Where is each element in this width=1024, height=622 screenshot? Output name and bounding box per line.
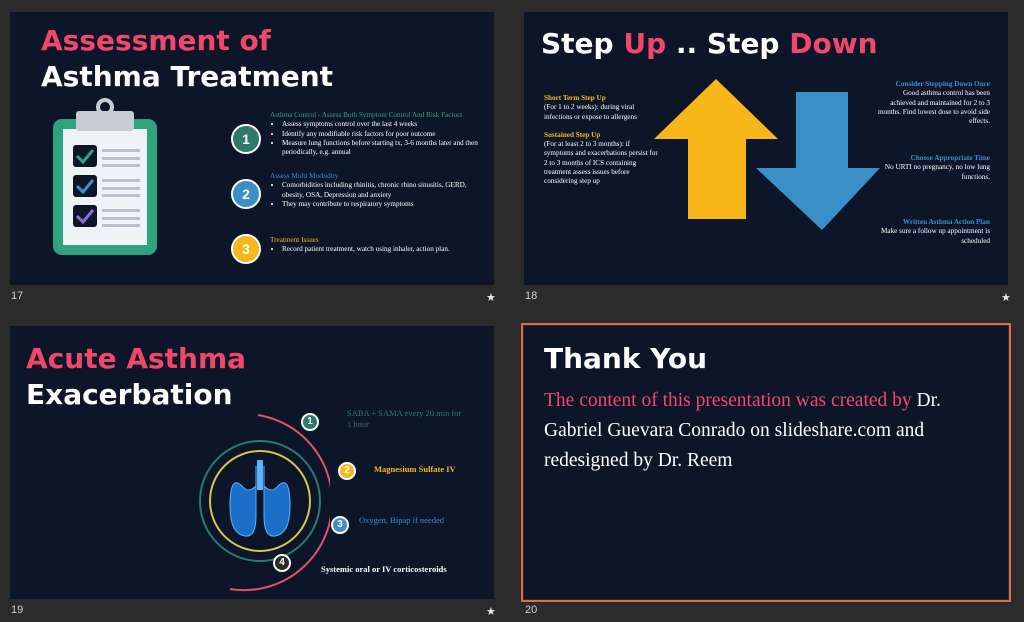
slide17-item-1-bullet: Assess symptoms control over the last 4 … [282,120,488,129]
slide18-left-heading: Short Term Step Up [544,94,606,102]
slide18-title-mid: .. Step [666,27,790,60]
slide18-right-text-2: Choose Appropriate Time No URTI no pregn… [876,154,990,182]
slide-thumbnail-19[interactable]: Acute Asthma Exacerbation 1 SABA + SAMA … [10,326,494,599]
slide-number-20: 20 [525,604,538,616]
slide-number-19: 19 [11,604,24,616]
slide18-animation-star-icon: ★ [1001,292,1011,304]
slide17-item-1-bullet: Identify any modifiable risk factors for… [282,130,488,139]
slide18-left-body: (For 1 to 2 weeks): during viral infecti… [544,103,637,121]
slide17-item-2-text: Assess Multi Morbidity Comorbidities inc… [270,172,488,209]
slide18-left-heading: Sustained Step Up [544,130,601,139]
slide17-item-3-text: Treatment Issues Record patient treatmen… [270,236,488,255]
slide-number-17: 17 [11,290,24,302]
arrow-down-icon [756,92,880,230]
slide17-item-2-heading: Assess Multi Morbidity [270,172,339,180]
slide19-animation-star-icon: ★ [486,606,496,618]
slide17-title-line1: Assessment of [41,24,271,57]
slide18-title-up: Up [623,27,667,60]
slide17-item-1-text: Asthma Control - Assess Both Symptom Con… [270,111,488,157]
slide18-title: Step Up .. Step Down [541,27,878,60]
slide17-item-3-bullet: Record patient treatment, watch using in… [282,245,488,254]
slide18-right-body: Good asthma control has been achieved an… [877,89,990,126]
slide19-step-4-text: Systemic oral or IV corticosteroids [321,564,447,574]
slide20-body-white: Dr. Gabriel Guevara Conrado on slideshar… [544,390,941,471]
slide18-title-step: Step [541,27,614,60]
slide-thumbnail-20[interactable]: Thank You The content of this presentati… [521,323,1011,602]
slide19-step-2-text: Magnesium Sulfate IV [374,464,456,474]
slide19-title-line1: Acute Asthma [26,342,247,375]
slide18-right-text-1: Consider Stepping Down Once Good asthma … [876,80,990,126]
slide18-right-text-3: Written Asthma Action Plan Make sure a f… [876,218,990,246]
slide-thumbnail-18[interactable]: Step Up .. Step Down Short Term Step Up … [524,12,1008,285]
slide-thumbnail-17[interactable]: Assessment of Asthma Treatment 1 Asthma … [10,12,494,285]
slide20-body: The content of this presentation was cre… [544,386,994,476]
arrow-up-icon [654,79,778,219]
slide17-item-1-badge: 1 [231,124,261,154]
slide18-left-text: Short Term Step Up (For 1 to 2 weeks): d… [544,94,659,187]
clipboard-icon [53,98,157,255]
lungs-icon [229,460,291,537]
slide19-step-1-badge: 1 [301,413,319,431]
slide17-item-2-bullet: Comorbidities including rhinitis, chroni… [282,181,488,200]
slide19-step-3-text: Oxygen, Bipap if needed [359,515,444,525]
slide19-step-1-text: SABA + SAMA every 20 min for 1 hour [347,408,462,429]
slide20-title: Thank You [544,342,708,375]
slide19-step-3-badge: 3 [331,516,349,534]
slide17-title-line2: Asthma Treatment [41,60,334,93]
slide19-title-line2: Exacerbation [26,378,233,411]
slide19-step-2-badge: 2 [338,462,356,480]
slide17-item-1-bullet: Measure lung functions before starting t… [282,139,488,158]
slide18-left-body: (For at least 2 to 3 months): if symptom… [544,140,658,186]
slide18-title-down: Down [789,27,878,60]
slide17-item-3-heading: Treatment Issues [270,236,319,244]
slide20-body-pink: The content of this presentation was cre… [544,390,912,411]
slide17-item-3-badge: 3 [231,234,261,264]
slide-number-18: 18 [525,290,538,302]
slide18-right-heading: Choose Appropriate Time [910,154,990,162]
slide18-right-heading: Consider Stepping Down Once [895,80,990,88]
lungs-diagram [199,414,330,592]
slide18-right-body: No URTI no pregnancy, no low lung functi… [884,163,990,181]
slide19-step-4-badge: 4 [273,554,291,572]
slide18-right-body: Make sure a follow up appointment is sch… [881,227,990,245]
slide18-right-heading: Written Asthma Action Plan [902,218,990,226]
slide17-animation-star-icon: ★ [486,292,496,304]
slide17-item-2-badge: 2 [231,179,261,209]
slide17-item-2-bullet: They may contribute to respiratory sympt… [282,200,488,209]
slide17-item-1-heading: Asthma Control - Assess Both Symptom Con… [270,111,463,119]
